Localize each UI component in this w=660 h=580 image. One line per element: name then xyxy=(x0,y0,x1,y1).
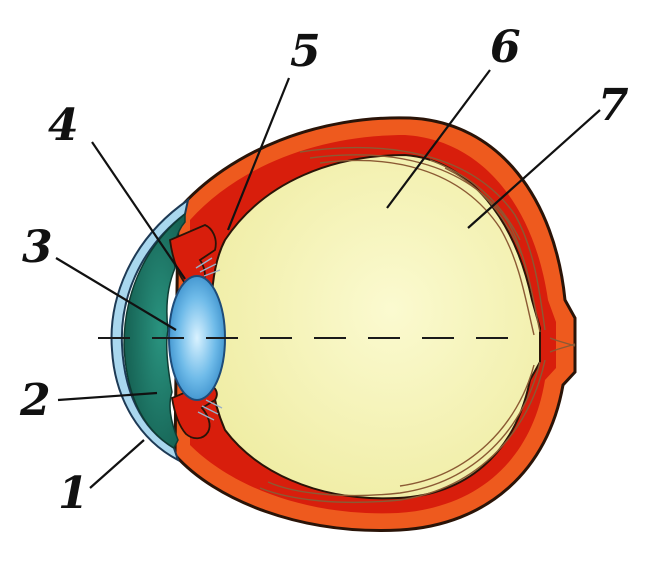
leader-2 xyxy=(57,391,158,402)
anterior-chamber xyxy=(123,212,186,450)
label-5: 5 xyxy=(290,26,321,77)
leader-4 xyxy=(91,141,186,280)
label-6: 6 xyxy=(490,22,521,73)
label-4: 4 xyxy=(48,100,79,151)
retina-fibers-lower xyxy=(259,337,576,504)
label-2: 2 xyxy=(19,375,51,426)
leader-3 xyxy=(55,257,177,331)
leader-6 xyxy=(386,69,491,209)
leader-1 xyxy=(89,439,145,489)
leader-5 xyxy=(226,77,291,231)
label-1: 1 xyxy=(58,468,89,519)
retina-fibers xyxy=(299,146,546,336)
zonular-fibers xyxy=(195,257,223,421)
label-3: 3 xyxy=(22,222,53,273)
leader-7 xyxy=(467,109,601,229)
label-7: 7 xyxy=(598,80,629,131)
